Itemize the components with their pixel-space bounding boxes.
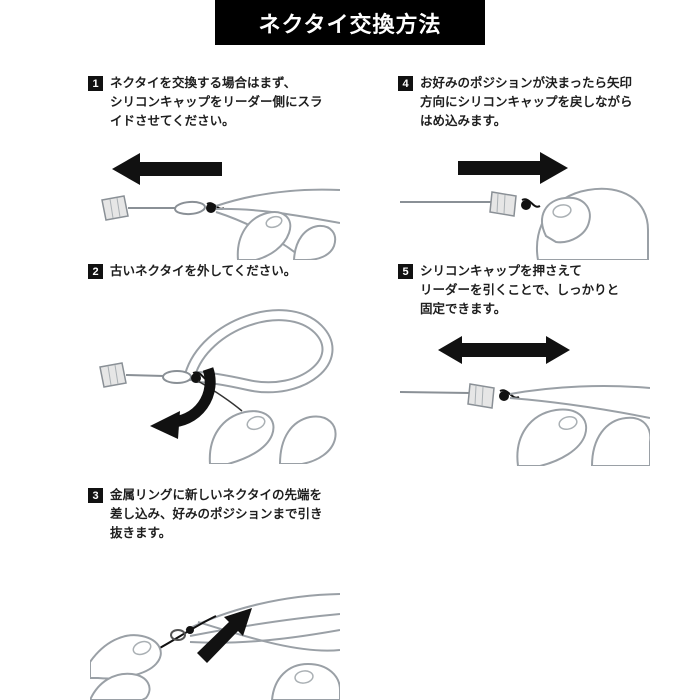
step-1-illustration: [101, 153, 340, 261]
step-5: 5 シリコンキャップを押さえて リーダーを引くことで、しっかりと 固定できます。: [398, 262, 656, 467]
step-2-text: 古いネクタイを外してください。: [110, 264, 297, 278]
step-3-header: 3 金属リングに新しいネクタイの先端を 差し込み、好みのポジションまで引き 抜き…: [88, 486, 346, 542]
step-3-text: 金属リングに新しいネクタイの先端を 差し込み、好みのポジションまで引き 抜きます…: [110, 488, 323, 540]
tie-knot: [186, 626, 194, 635]
arrow-double-icon: [438, 336, 570, 365]
curved-arrow-icon: [150, 366, 216, 439]
hand: [208, 409, 337, 464]
step-2-header: 2 古いネクタイを外してください。: [88, 262, 346, 281]
metal-snap: [162, 369, 192, 384]
step-5-number-badge: 5: [398, 264, 413, 279]
step-5-text: シリコンキャップを押さえて リーダーを引くことで、しっかりと 固定できます。: [420, 264, 620, 316]
leader-line: [400, 391, 471, 395]
step-3-number-badge: 3: [88, 488, 103, 503]
left-hand: [90, 634, 162, 700]
step-4-illustration: [400, 152, 649, 261]
step-5-header: 5 シリコンキャップを押さえて リーダーを引くことで、しっかりと 固定できます。: [398, 262, 656, 318]
arrow-right-icon: [458, 152, 568, 185]
right-hand: [271, 663, 340, 700]
leader-line: [125, 373, 165, 377]
necktie-strands: [509, 385, 650, 420]
metal-ring: [170, 629, 186, 642]
step-1-text: ネクタイを交換する場合はまず、 シリコンキャップをリーダー側にスラ イドさせてく…: [110, 76, 323, 128]
step-4-header: 4 お好みのポジションが決まったら矢印 方向にシリコンキャップを戻しながら はめ…: [398, 74, 656, 130]
step-2: 2 古いネクタイを外してください。: [88, 262, 346, 464]
hand: [516, 408, 650, 467]
step-1-header: 1 ネクタイを交換する場合はまず、 シリコンキャップをリーダー側にスラ イドさせ…: [88, 74, 346, 130]
step-1-number-badge: 1: [88, 76, 103, 91]
page-title: ネクタイ交換方法: [258, 11, 442, 37]
step-1: 1 ネクタイを交換する場合はまず、 シリコンキャップをリーダー側にスラ イドさせ…: [88, 74, 346, 261]
step-4-text: お好みのポジションが決まったら矢印 方向にシリコンキャップを戻しながら はめ込み…: [420, 76, 633, 128]
hand: [236, 211, 337, 261]
silicone-cap: [99, 361, 127, 388]
arrow-up-right-icon: [197, 608, 252, 664]
silicone-cap: [101, 195, 129, 222]
step-3-illustration: [90, 593, 340, 700]
old-necktie-loop: [184, 308, 334, 393]
step-5-illustration: [400, 336, 650, 467]
step-4-number-badge: 4: [398, 76, 413, 91]
silicone-cap: [467, 383, 495, 410]
step-2-number-badge: 2: [88, 264, 103, 279]
new-necktie-strands: [185, 593, 340, 652]
tie-knot: [499, 389, 520, 402]
metal-snap: [174, 201, 206, 216]
step-4: 4 お好みのポジションが決まったら矢印 方向にシリコンキャップを戻しながら はめ…: [398, 74, 656, 261]
arrow-left-icon: [112, 153, 222, 186]
hand: [536, 188, 649, 261]
tie-knot: [521, 198, 541, 211]
step-2-illustration: [99, 308, 337, 464]
step-3: 3 金属リングに新しいネクタイの先端を 差し込み、好みのポジションまで引き 抜き…: [88, 486, 346, 700]
silicone-cap: [489, 191, 517, 218]
title-banner: ネクタイ交換方法: [215, 0, 485, 45]
